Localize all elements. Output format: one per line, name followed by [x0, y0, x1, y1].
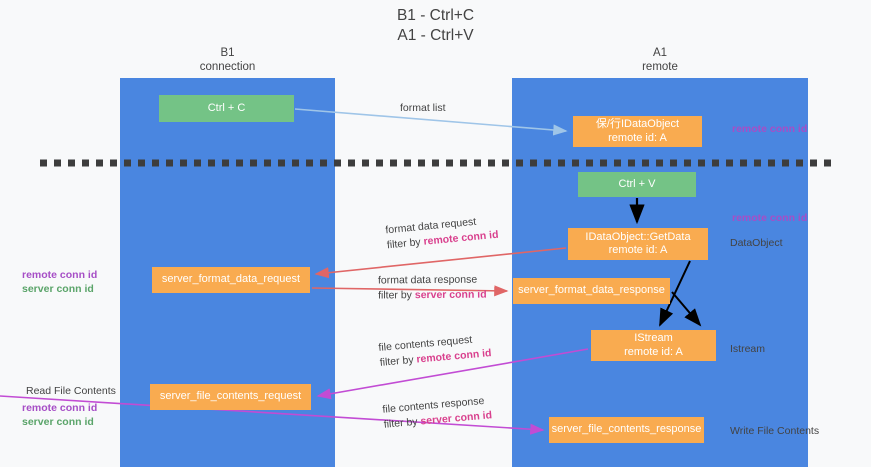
label-format-data-response: format data response filter by server co…	[378, 273, 487, 304]
box-server-format-data-request-label: server_format_data_request	[161, 273, 301, 286]
side-label-left-remote-conn-id-bottom: remote conn id	[22, 402, 98, 414]
title-line-2: A1 - Ctrl+V	[397, 27, 474, 44]
box-idataobject-line1: 保/行IDataObject	[595, 118, 680, 130]
side-label-left-server-conn-id-bottom: server conn id	[22, 416, 94, 428]
column-header-b1: B1 connection	[120, 46, 335, 74]
box-istream-line1: IStream	[634, 332, 673, 344]
page-title: B1 - Ctrl+C A1 - Ctrl+V	[0, 6, 871, 46]
box-server-file-contents-request-label: server_file_contents_request	[159, 390, 302, 403]
box-server-format-data-request[interactable]: server_format_data_request	[152, 267, 310, 293]
filter-by-text: filter by	[386, 235, 425, 252]
box-idataobject-text: 保/行IDataObject remote id: A	[596, 118, 679, 145]
side-label-dataobject: DataObject	[730, 237, 783, 249]
column-header-b1-line1: B1	[220, 47, 235, 59]
column-header-b1-line2: connection	[199, 61, 256, 73]
box-server-file-contents-response[interactable]: server_file_contents_response	[549, 417, 704, 443]
side-label-left-conn-ids-mid: remote conn id server conn id	[22, 268, 97, 296]
column-header-a1-line1: A1	[652, 47, 668, 59]
side-label-left-conn-ids-bottom: remote conn id server conn id	[22, 401, 97, 429]
side-label-left-server-conn-id-mid: server conn id	[22, 283, 94, 295]
column-header-a1: A1 remote	[512, 46, 808, 74]
box-ctrl-v-label: Ctrl + V	[618, 177, 656, 190]
box-istream[interactable]: IStream remote id: A	[591, 330, 716, 361]
label-file-contents-request: file contents request filter by remote c…	[378, 331, 492, 371]
side-label-write-file-contents: Write File Contents	[730, 425, 820, 437]
column-header-a1-line2: remote	[642, 61, 678, 73]
filter-by-text: filter by	[379, 353, 417, 369]
box-server-format-data-response-label: server_format_data_response	[518, 284, 665, 297]
side-label-left-remote-conn-id-mid: remote conn id	[22, 269, 98, 281]
filter-by-text: filter by	[383, 415, 421, 431]
box-getdata-text: IDataObject::GetData remote id: A	[585, 231, 690, 258]
box-server-format-data-response[interactable]: server_format_data_response	[513, 278, 670, 304]
title-line-1: B1 - Ctrl+C	[396, 7, 475, 24]
label-file-contents-response: file contents response filter by server …	[382, 393, 493, 432]
box-getdata-line1: IDataObject::GetData	[585, 230, 691, 243]
box-idataobject-getdata[interactable]: IDataObject::GetData remote id: A	[568, 228, 708, 260]
dashed-divider	[40, 159, 835, 167]
box-ctrl-c[interactable]: Ctrl + C	[159, 95, 294, 122]
side-label-istream: Istream	[730, 343, 766, 355]
side-label-read-file-contents: Read File Contents	[26, 385, 116, 397]
label-format-data-response-line2: filter by server conn id	[378, 288, 487, 304]
box-server-file-contents-response-label: server_file_contents_response	[551, 423, 702, 436]
filter-by-text: filter by	[378, 289, 415, 302]
box-getdata-line2: remote id: A	[608, 244, 668, 256]
box-istream-line2: remote id: A	[624, 345, 683, 358]
box-ctrl-c-label: Ctrl + C	[207, 101, 246, 114]
side-label-remote-conn-id-mid: remote conn id	[732, 212, 808, 224]
box-idataobject-line2: remote id: A	[608, 131, 667, 144]
label-format-data-response-line1: format data response	[377, 273, 478, 287]
side-label-remote-conn-id-top: remote conn id	[732, 123, 808, 135]
filter-key-server-conn-id: server conn id	[414, 288, 487, 302]
box-ctrl-v[interactable]: Ctrl + V	[578, 172, 696, 197]
label-format-data-request: format data request filter by remote con…	[385, 213, 499, 254]
box-idataobject[interactable]: 保/行IDataObject remote id: A	[573, 116, 702, 147]
box-istream-text: IStream remote id: A	[624, 332, 683, 359]
box-server-file-contents-request[interactable]: server_file_contents_request	[150, 384, 311, 410]
label-format-list: format list	[400, 101, 446, 116]
label-format-list-line1: format list	[400, 102, 446, 114]
